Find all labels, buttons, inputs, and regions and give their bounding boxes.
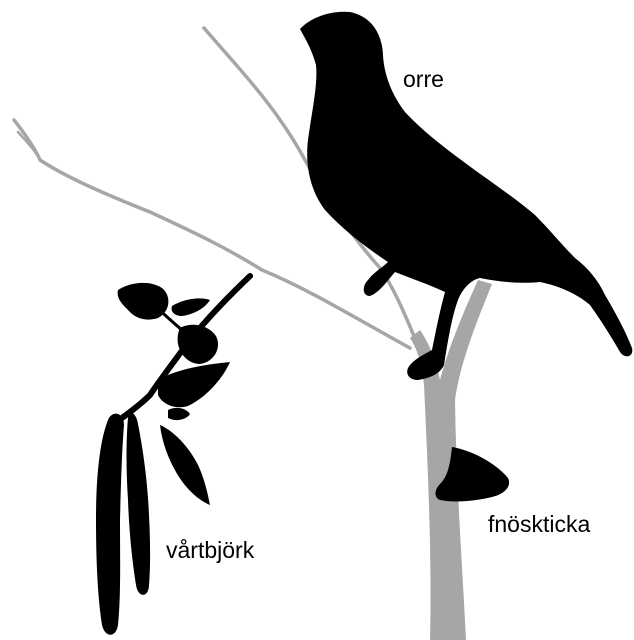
leaf-small: [168, 408, 190, 420]
label-fungus: fnöskticka: [488, 511, 590, 537]
leaf-top-right: [172, 298, 210, 316]
branch-left-twig: [18, 132, 40, 160]
birch-twig: [96, 276, 250, 635]
catkin-left: [96, 414, 124, 635]
label-tree: vårtbjörk: [166, 537, 255, 563]
catkin-right: [127, 413, 151, 595]
label-bird: orre: [403, 66, 444, 92]
leaf-top-left: [118, 283, 169, 320]
leaf-middle: [178, 325, 218, 364]
leaf-lower: [160, 425, 210, 505]
